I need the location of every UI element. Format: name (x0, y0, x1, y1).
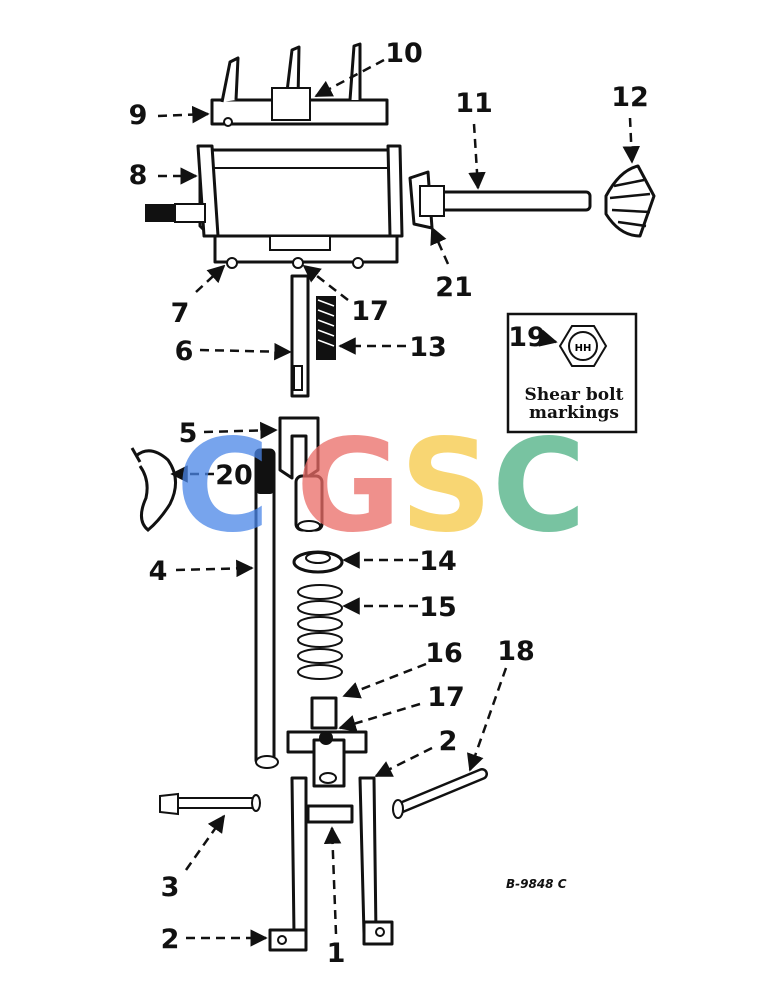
block-part-16 (286, 696, 368, 788)
leader-lines (157, 58, 641, 947)
watermark-letter-4: C (492, 412, 586, 561)
callout-3: 3 (161, 872, 180, 903)
shifter-rail-part-9 (210, 42, 389, 127)
bracket-part-1 (306, 804, 354, 824)
callout-1: 1 (327, 938, 346, 969)
spring-clip-part-20 (130, 447, 177, 532)
base-plate-part-7 (213, 234, 399, 269)
legend-text-line-2: markings (529, 403, 619, 423)
pin-part-18 (392, 768, 488, 819)
callout-11: 11 (455, 88, 493, 119)
large-spring-part-15 (297, 584, 343, 680)
callout-20: 20 (215, 460, 253, 491)
callout-4: 4 (149, 556, 168, 587)
rod-part-6 (290, 274, 310, 398)
legend-text-line-1: Shear bolt (525, 385, 624, 405)
small-spring-part-13 (316, 296, 336, 360)
callout-2-left: 2 (161, 924, 180, 955)
callout-9: 9 (129, 100, 148, 131)
callout-7: 7 (171, 298, 190, 329)
callout-2-right: 2 (439, 726, 458, 757)
callout-12: 12 (611, 82, 649, 113)
yoke-part-5 (278, 416, 324, 532)
drawing-number: B-9848 C (506, 877, 567, 891)
washer-part-14 (292, 550, 344, 574)
shear-bolt-legend: HH 19 Shear bolt markings (506, 312, 638, 434)
long-rod-part-4 (254, 448, 279, 769)
callout-17-lower: 17 (427, 682, 465, 713)
callout-10: 10 (385, 38, 423, 69)
callout-18: 18 (497, 636, 535, 667)
callout-13: 13 (409, 332, 447, 363)
shaft-part-11 (408, 170, 592, 230)
callout-5: 5 (179, 418, 198, 449)
bracket-arm-part-2-right (358, 776, 394, 946)
callout-8: 8 (129, 160, 148, 191)
callout-17-upper: 17 (351, 296, 389, 327)
callout-16: 16 (425, 638, 463, 669)
bracket-arm-part-2-left (268, 776, 308, 952)
housing-part-8 (145, 144, 404, 238)
callout-numbers: 9 10 8 11 12 21 7 17 6 13 5 20 4 14 15 1… (129, 38, 649, 969)
watermark-letter-3: S (400, 412, 492, 561)
watermark-letter-2: G (296, 412, 401, 561)
callout-14: 14 (419, 546, 457, 577)
bevel-gear-part-12 (604, 164, 656, 238)
watermark: C G S C (176, 412, 586, 561)
bolt-part-3 (159, 792, 261, 816)
callout-15: 15 (419, 592, 457, 623)
bolt-marking-label: HH (575, 343, 592, 354)
callout-6: 6 (175, 336, 194, 367)
watermark-letter-1: C (176, 412, 270, 561)
callout-21: 21 (435, 272, 473, 303)
